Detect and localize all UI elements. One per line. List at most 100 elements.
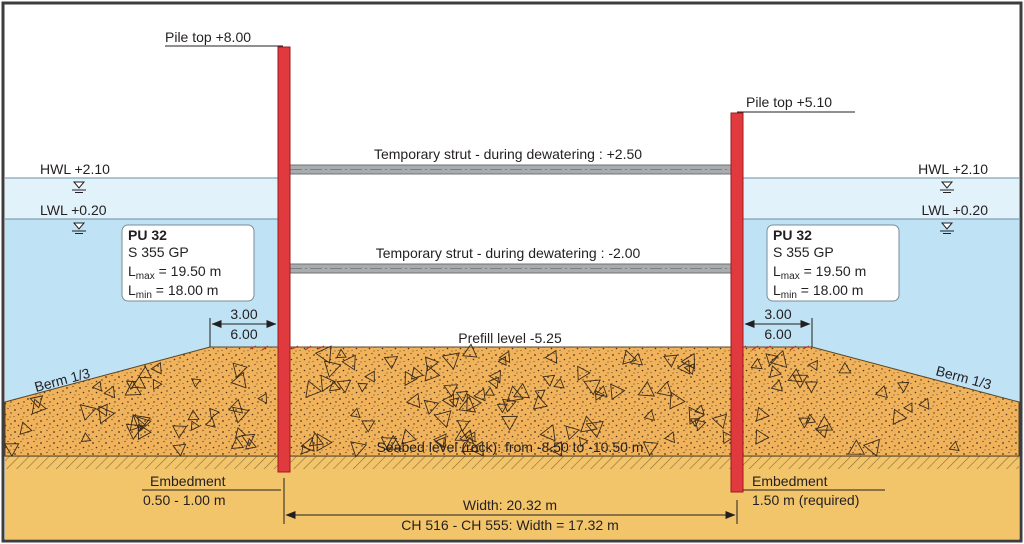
aggregate-triangle [815, 415, 834, 431]
right-embedment-value: 1.50 m (required) [752, 492, 859, 508]
width-secondary-label: CH 516 - CH 555: Width = 17.32 m [401, 517, 619, 533]
aggregate-triangle [401, 428, 417, 445]
aggregate-triangle [804, 381, 819, 394]
aggregate-triangle [488, 369, 501, 384]
aggregate-triangle [663, 431, 676, 444]
aggregate-triangle [405, 392, 421, 409]
aggregate-triangle [232, 362, 248, 379]
aggregate-triangle [689, 418, 701, 428]
aggregate-triangle [241, 433, 256, 447]
aggregate-triangle [897, 381, 910, 393]
aggregate-triangle [336, 379, 352, 394]
prefill-level-label: Prefill level -5.25 [458, 330, 562, 346]
aggregate-triangle [137, 416, 152, 432]
aggregate-triangle [301, 444, 311, 455]
aggregate-triangle [152, 378, 163, 390]
aggregate-triangle [473, 388, 486, 402]
aggregate-triangle [465, 431, 476, 443]
aggregate-triangle [423, 399, 440, 415]
aggregate-triangle [441, 393, 455, 408]
aggregate-triangle [755, 406, 770, 422]
aggregate-triangle [461, 436, 480, 452]
aggregate-triangle [361, 420, 376, 433]
aggregate-triangle [172, 443, 187, 457]
aggregate-triangle [29, 395, 44, 409]
aggregate-triangle [384, 434, 403, 450]
rock-base [5, 469, 1019, 539]
lwl-label-right: LWL +0.20 [921, 202, 988, 218]
aggregate-triangle [694, 404, 705, 415]
left-sheet-pile [277, 46, 291, 473]
right-pile-top-label: Pile top +5.10 [746, 94, 832, 110]
right-berm-offset-top: 3.00 [764, 306, 791, 322]
seabed-rock-band [5, 456, 1019, 469]
aggregate-triangle [455, 390, 469, 403]
aggregate-triangle [441, 352, 460, 370]
left-berm-offset-bottom: 6.00 [230, 326, 257, 342]
aggregate-triangle [862, 438, 880, 457]
aggregate-triangle [539, 424, 556, 442]
aggregate-triangle [132, 414, 151, 433]
right-pile-profile: PU 32 [773, 227, 812, 243]
aggregate-triangle [434, 436, 445, 449]
aggregate-triangle [461, 343, 478, 358]
right-embedment-title: Embedment [752, 473, 828, 489]
aggregate-triangle [190, 420, 201, 431]
aggregate-triangle [874, 385, 888, 399]
aggregate-triangle [506, 385, 524, 403]
aggregate-triangle [502, 398, 517, 413]
right-pile-grade: S 355 GP [773, 244, 834, 260]
aggregate-triangle [350, 441, 368, 458]
upper-strut [289, 164, 732, 175]
aggregate-triangle [769, 349, 788, 369]
aggregate-triangle [131, 375, 147, 389]
aggregate-triangle [305, 380, 323, 399]
aggregate-triangle [204, 417, 216, 428]
aggregate-triangle [380, 437, 398, 453]
aggregate-triangle [534, 389, 546, 400]
aggregate-triangle [580, 415, 598, 433]
aggregate-triangle [487, 376, 500, 389]
aggregate-triangle [150, 361, 162, 375]
hwl-symbol-right [940, 181, 954, 193]
water-tidal-band-right [743, 178, 1019, 219]
lwl-symbol-left [72, 222, 86, 234]
aggregate-triangle [349, 407, 361, 418]
aggregate-triangle [792, 374, 809, 389]
seabed-level-label: Seabed level (rock): from -8.50 to -10.5… [377, 439, 644, 455]
aggregate-triangle [357, 382, 369, 393]
aggregate-triangle [765, 353, 779, 367]
aggregate-triangle [805, 413, 817, 424]
aggregate-triangle [637, 380, 656, 397]
fill-aggregate-triangles [3, 343, 960, 458]
aggregate-triangle [172, 425, 188, 439]
aggregate-triangle [501, 415, 519, 431]
lwl-label-left: LWL +0.20 [40, 202, 107, 218]
aggregate-triangle [230, 436, 245, 450]
left-pile-grade: S 355 GP [128, 244, 189, 260]
aggregate-triangle [595, 389, 605, 401]
aggregate-triangle [424, 356, 440, 372]
aggregate-triangle [31, 398, 47, 415]
lower-strut [289, 263, 732, 274]
aggregate-triangle [80, 432, 92, 443]
aggregate-triangle [341, 354, 356, 371]
aggregate-triangle [814, 424, 829, 439]
left-pile-profile: PU 32 [128, 227, 167, 243]
aggregate-triangle [404, 370, 419, 387]
aggregate-triangle [892, 408, 908, 425]
aggregate-triangle [245, 438, 258, 450]
aggregate-triangle [948, 440, 960, 452]
aggregate-triangle [234, 426, 247, 439]
left-pile-info-box: PU 32 S 355 GP Lmax = 19.50 m Lmin = 18.… [121, 224, 255, 302]
aggregate-triangle [578, 436, 589, 448]
aggregate-triangle [750, 357, 763, 370]
aggregate-triangle [565, 425, 580, 441]
aggregate-triangle [669, 391, 686, 410]
aggregate-triangle [722, 431, 735, 445]
aggregate-triangle [656, 380, 673, 397]
aggregate-triangle [433, 410, 452, 429]
prefill-and-berm-dots [5, 347, 1019, 456]
